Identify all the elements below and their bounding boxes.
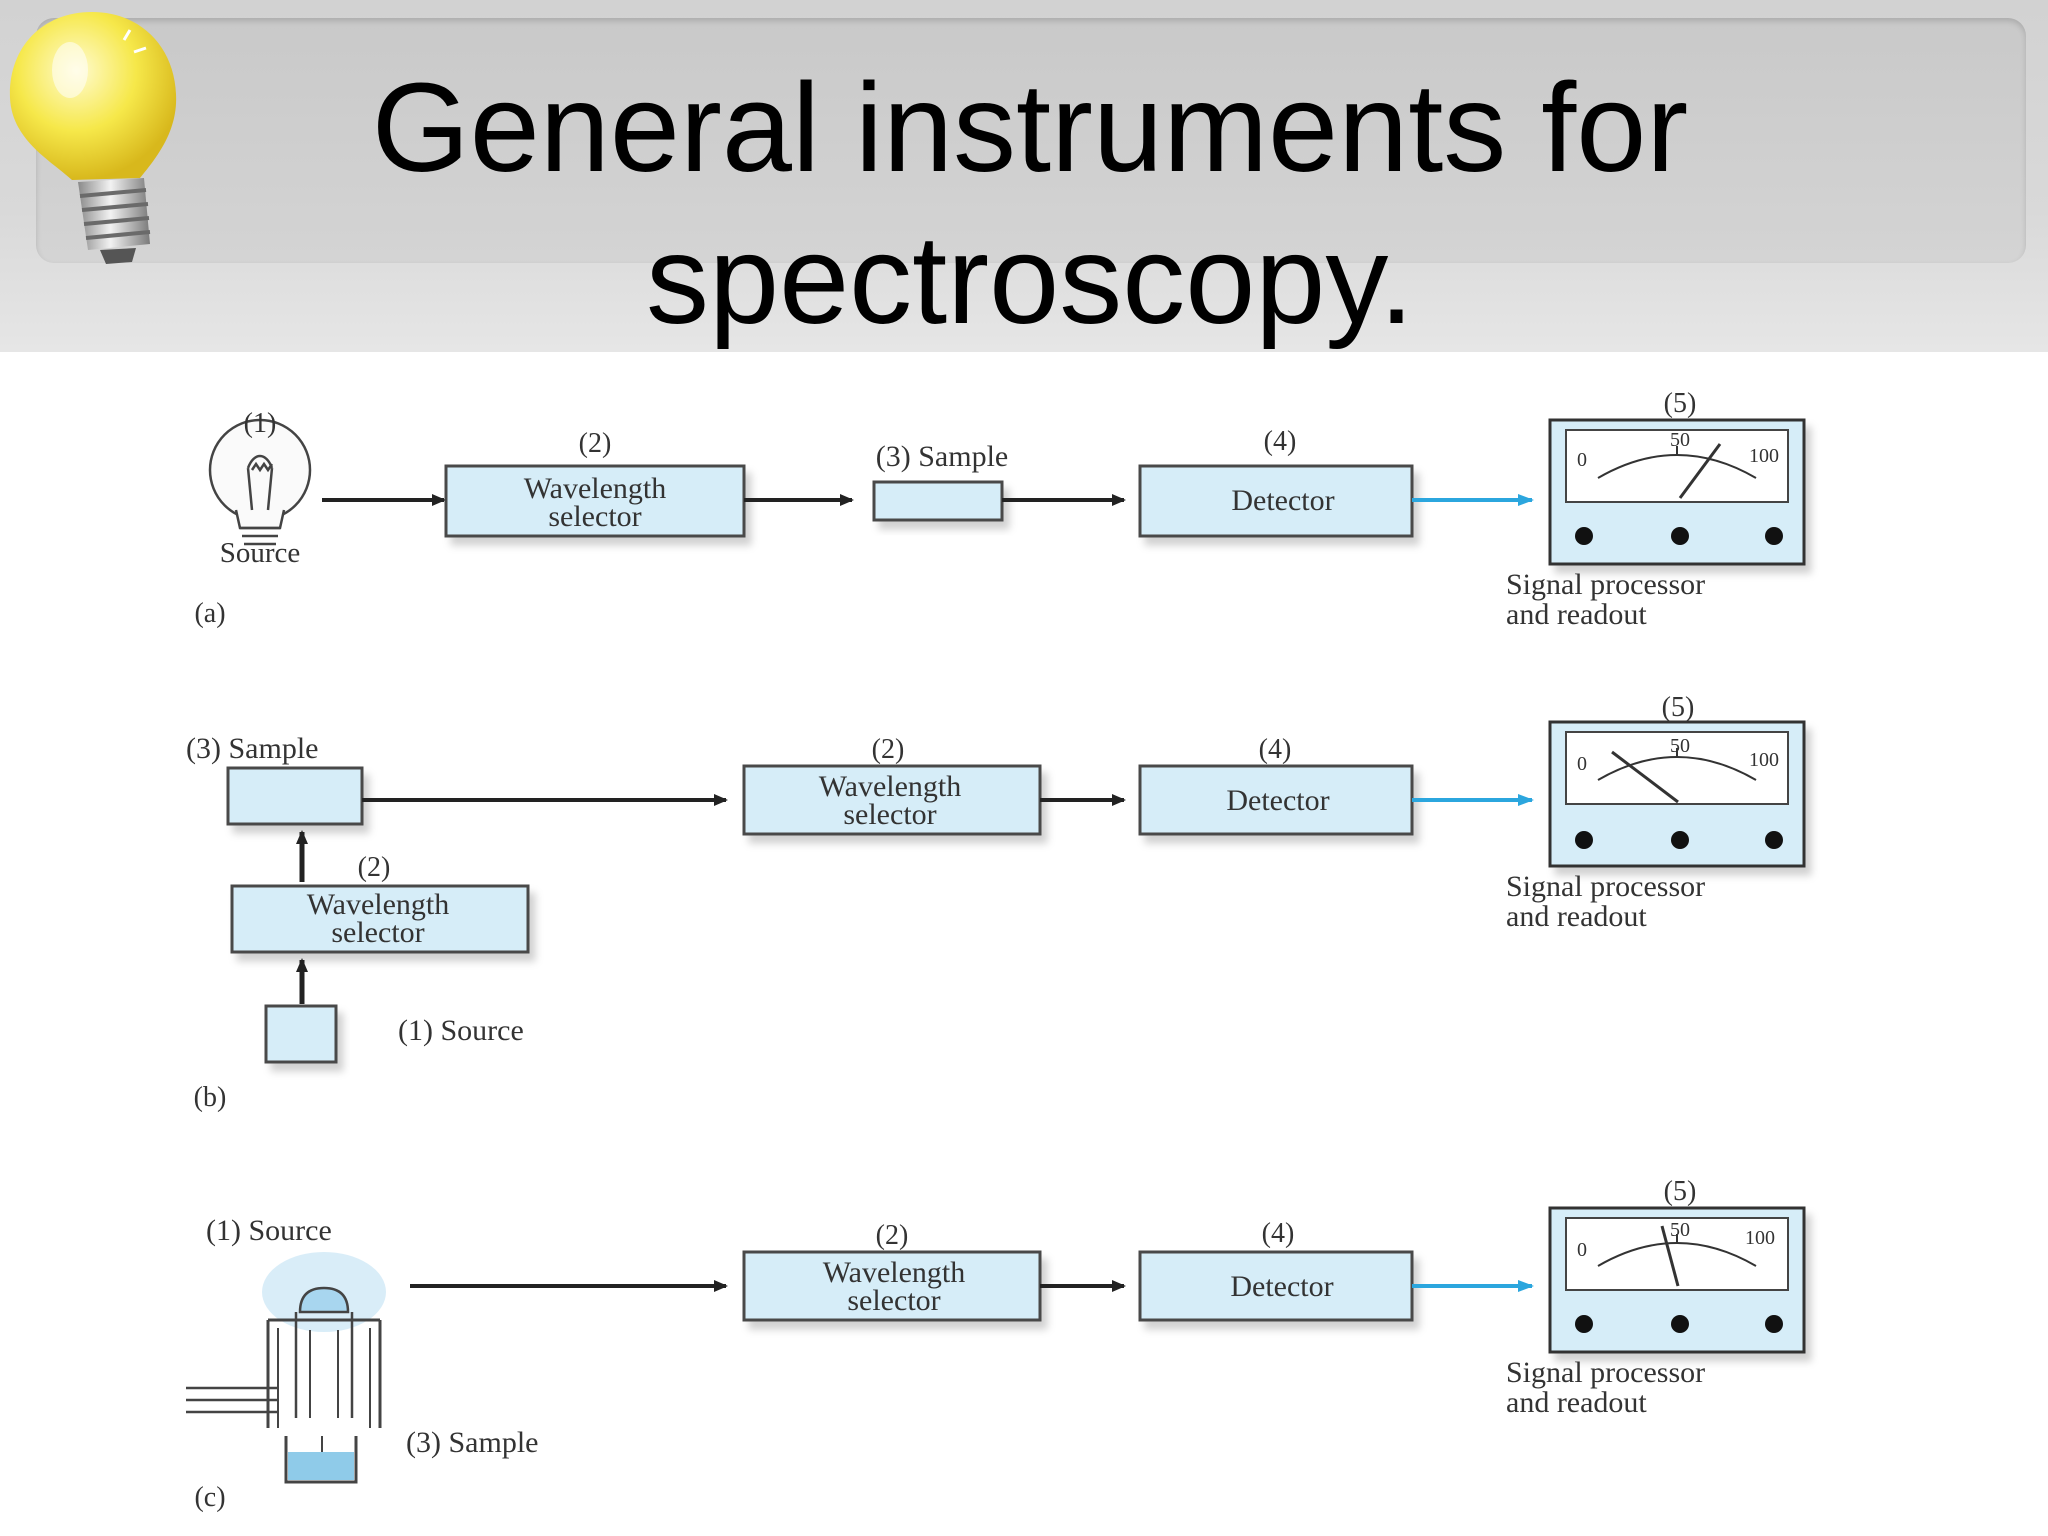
sample-label: (3) Sample xyxy=(406,1426,538,1459)
detector-number: (4) xyxy=(1264,426,1297,457)
source-label: (1) Source xyxy=(206,1214,332,1247)
wavelength-selector-line1: Wavelength xyxy=(819,770,962,803)
source-box xyxy=(264,1004,338,1064)
meter-readout-icon xyxy=(1548,720,1806,868)
detector-label: Detector xyxy=(1226,784,1329,817)
detector-box xyxy=(1138,764,1414,836)
readout-number: (5) xyxy=(1664,1176,1697,1207)
panel-label: (b) xyxy=(194,1082,227,1113)
meter-scale-100: 100 xyxy=(1745,1227,1775,1249)
detector-label: Detector xyxy=(1231,484,1334,517)
wavelength-selector-box xyxy=(742,1250,1042,1322)
wavelength-selector-line2: selector xyxy=(847,1284,940,1317)
detector-box xyxy=(1138,464,1414,538)
meter-scale-50: 50 xyxy=(1670,429,1690,451)
readout-label-line2: and readout xyxy=(1506,598,1647,631)
meter-scale-0: 0 xyxy=(1577,1239,1587,1261)
wavelength-selector-line1: Wavelength xyxy=(823,1256,966,1289)
source-label: (1) Source xyxy=(398,1014,524,1047)
side-wavelength-selector-number: (2) xyxy=(358,852,391,883)
meter-readout-icon xyxy=(1548,418,1806,566)
readout-label-line1: Signal processor xyxy=(1506,870,1705,903)
slide-header xyxy=(0,0,2048,352)
detector-number: (4) xyxy=(1259,734,1292,765)
wavelength-selector-line2: selector xyxy=(548,500,641,533)
detector-number: (4) xyxy=(1262,1218,1295,1249)
readout-number: (5) xyxy=(1662,692,1695,723)
meter-scale-100: 100 xyxy=(1749,749,1779,771)
readout-number: (5) xyxy=(1664,388,1697,419)
slide-title: General instruments for spectroscopy. xyxy=(371,57,1689,350)
readout-label-line2: and readout xyxy=(1506,1386,1647,1419)
meter-scale-50: 50 xyxy=(1670,1219,1690,1241)
meter-scale-100: 100 xyxy=(1749,445,1779,467)
lamp-source-icon xyxy=(208,418,312,546)
wavelength-selector-box xyxy=(444,464,746,538)
readout-label-line1: Signal processor xyxy=(1506,568,1705,601)
sample-box xyxy=(872,480,1004,522)
wavelength-selector-line2: selector xyxy=(843,798,936,831)
source-label: Source xyxy=(220,537,301,569)
panel-b: (3) Sample (2) Wavelength selector (1) S… xyxy=(186,692,1806,1113)
readout-label-line2: and readout xyxy=(1506,900,1647,933)
lightbulb-icon xyxy=(9,12,177,264)
sample-label: (3) Sample xyxy=(876,440,1008,473)
panel-label: (c) xyxy=(194,1482,225,1513)
wavelength-selector-line1: Wavelength xyxy=(524,472,667,505)
panel-label: (a) xyxy=(194,598,225,629)
title-band xyxy=(36,18,2026,263)
wavelength-selector-box xyxy=(742,764,1042,836)
side-wavelength-selector-box xyxy=(230,884,530,954)
wavelength-selector-number: (2) xyxy=(872,734,905,765)
meter-scale-0: 0 xyxy=(1577,753,1587,775)
sample-label: (3) Sample xyxy=(186,732,318,765)
side-wavelength-selector-line1: Wavelength xyxy=(307,888,450,921)
source-number: (1) xyxy=(244,408,277,439)
meter-scale-50: 50 xyxy=(1670,735,1690,757)
panel-a: (1) Source (a) (2) Wavelength selector (… xyxy=(194,388,1806,631)
wavelength-selector-number: (2) xyxy=(876,1220,909,1251)
panel-c: (1) Source (3) Sample (c) (2) Wavelength… xyxy=(186,1176,1806,1513)
meter-scale-0: 0 xyxy=(1577,449,1587,471)
wavelength-selector-number: (2) xyxy=(579,428,612,459)
readout-label-line1: Signal processor xyxy=(1506,1356,1705,1389)
side-wavelength-selector-line2: selector xyxy=(331,916,424,949)
meter-readout-icon xyxy=(1548,1206,1806,1354)
flame-source-icon xyxy=(186,1252,386,1484)
detector-label: Detector xyxy=(1230,1270,1333,1303)
sample-box xyxy=(226,766,364,826)
